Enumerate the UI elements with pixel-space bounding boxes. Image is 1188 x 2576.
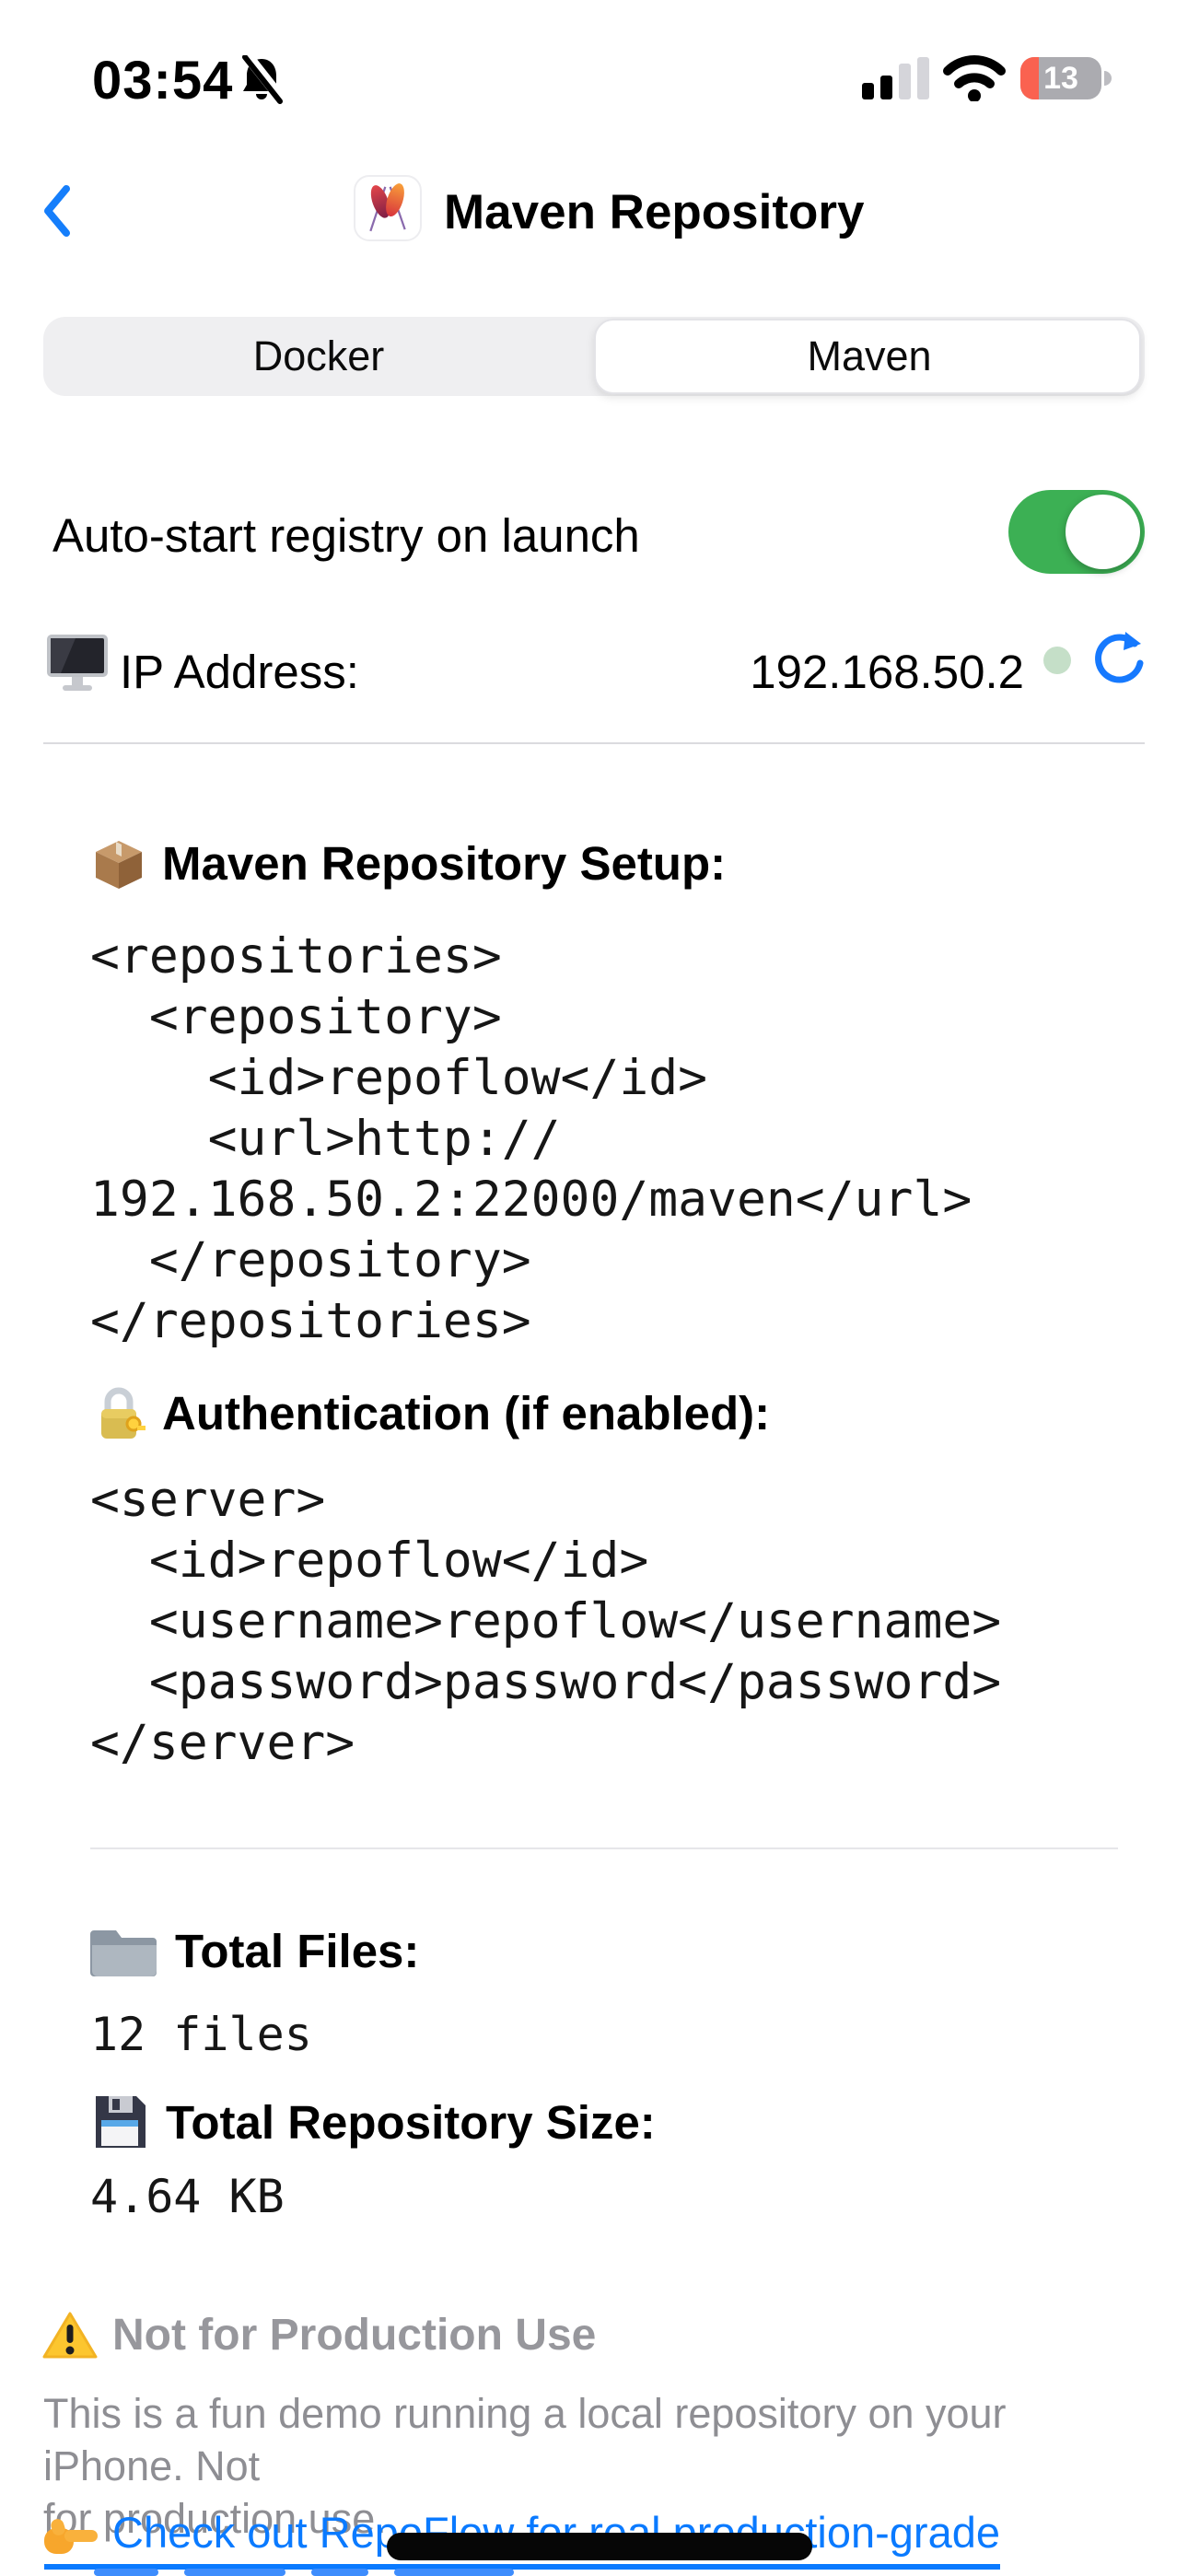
status-time: 03:54	[92, 51, 234, 111]
refresh-button[interactable]	[1092, 630, 1146, 687]
maven-feathers-icon	[369, 183, 406, 232]
warning-icon	[42, 2312, 98, 2358]
package-icon	[96, 840, 142, 889]
divider	[43, 742, 1145, 744]
auth-heading: Authentication (if enabled):	[162, 1386, 771, 1440]
warning-body: This is a fun demo running a local repos…	[43, 2387, 1158, 2545]
battery-indicator: 13	[1020, 57, 1101, 99]
repo-size-value: 4.64 KB	[90, 2170, 285, 2223]
floppy-disk-icon	[96, 2096, 146, 2148]
divider	[90, 1847, 1118, 1849]
toggle-knob	[1066, 495, 1140, 569]
warning-body-line1: This is a fun demo running a local repos…	[43, 2390, 1007, 2489]
registry-type-segmented-control: Docker Maven	[43, 317, 1145, 396]
pointing-hand-icon	[44, 2519, 98, 2554]
clipped-next-line	[394, 2569, 514, 2576]
warning-heading-row: Not for Production Use	[42, 2310, 596, 2360]
redaction-bar	[387, 2533, 812, 2560]
auth-heading-row: Authentication (if enabled):	[92, 1383, 770, 1442]
selected-segment-pill	[594, 319, 1141, 394]
battery-red-fill	[1020, 57, 1039, 99]
ip-address-label: IP Address:	[120, 646, 359, 698]
auth-code: <server> <id>repoflow</id> <username>rep…	[90, 1472, 1002, 1771]
cellular-signal-icon	[862, 57, 929, 99]
online-status-dot	[1043, 647, 1071, 674]
warning-body-line2: for production use.	[43, 2495, 387, 2542]
clipped-next-line	[311, 2569, 368, 2576]
maven-setup-code: <repositories> <repository> <id>repoflow…	[90, 928, 973, 1349]
tab-maven[interactable]: Maven	[807, 332, 932, 379]
total-files-heading-row: Total Files:	[90, 1923, 419, 1978]
bell-slash-icon	[241, 55, 285, 105]
maven-setup-heading-row: Maven Repository Setup:	[92, 836, 726, 891]
battery-cap	[1104, 71, 1112, 86]
autostart-toggle[interactable]	[1008, 490, 1145, 574]
wifi-icon	[943, 55, 1006, 101]
tab-docker[interactable]: Docker	[252, 332, 385, 379]
repo-size-heading-row: Total Repository Size:	[90, 2092, 656, 2151]
ip-address-value: 192.168.50.2	[750, 646, 1024, 698]
warning-heading: Not for Production Use	[112, 2311, 597, 2360]
maven-app-icon	[354, 175, 422, 241]
folder-icon	[90, 1930, 157, 1976]
lock-key-icon	[101, 1387, 146, 1439]
total-files-value: 12 files	[90, 2008, 312, 2061]
page-title: Maven Repository	[444, 185, 865, 239]
back-button[interactable]	[41, 184, 74, 238]
repo-size-heading: Total Repository Size:	[166, 2095, 656, 2149]
battery-percent: 13	[1043, 61, 1078, 96]
total-files-heading: Total Files:	[175, 1924, 420, 1977]
clipped-next-line	[94, 2569, 158, 2576]
monitor-icon	[47, 635, 108, 691]
clipped-next-line	[184, 2569, 285, 2576]
maven-setup-heading: Maven Repository Setup:	[162, 837, 727, 890]
autostart-label: Auto-start registry on launch	[52, 509, 640, 562]
